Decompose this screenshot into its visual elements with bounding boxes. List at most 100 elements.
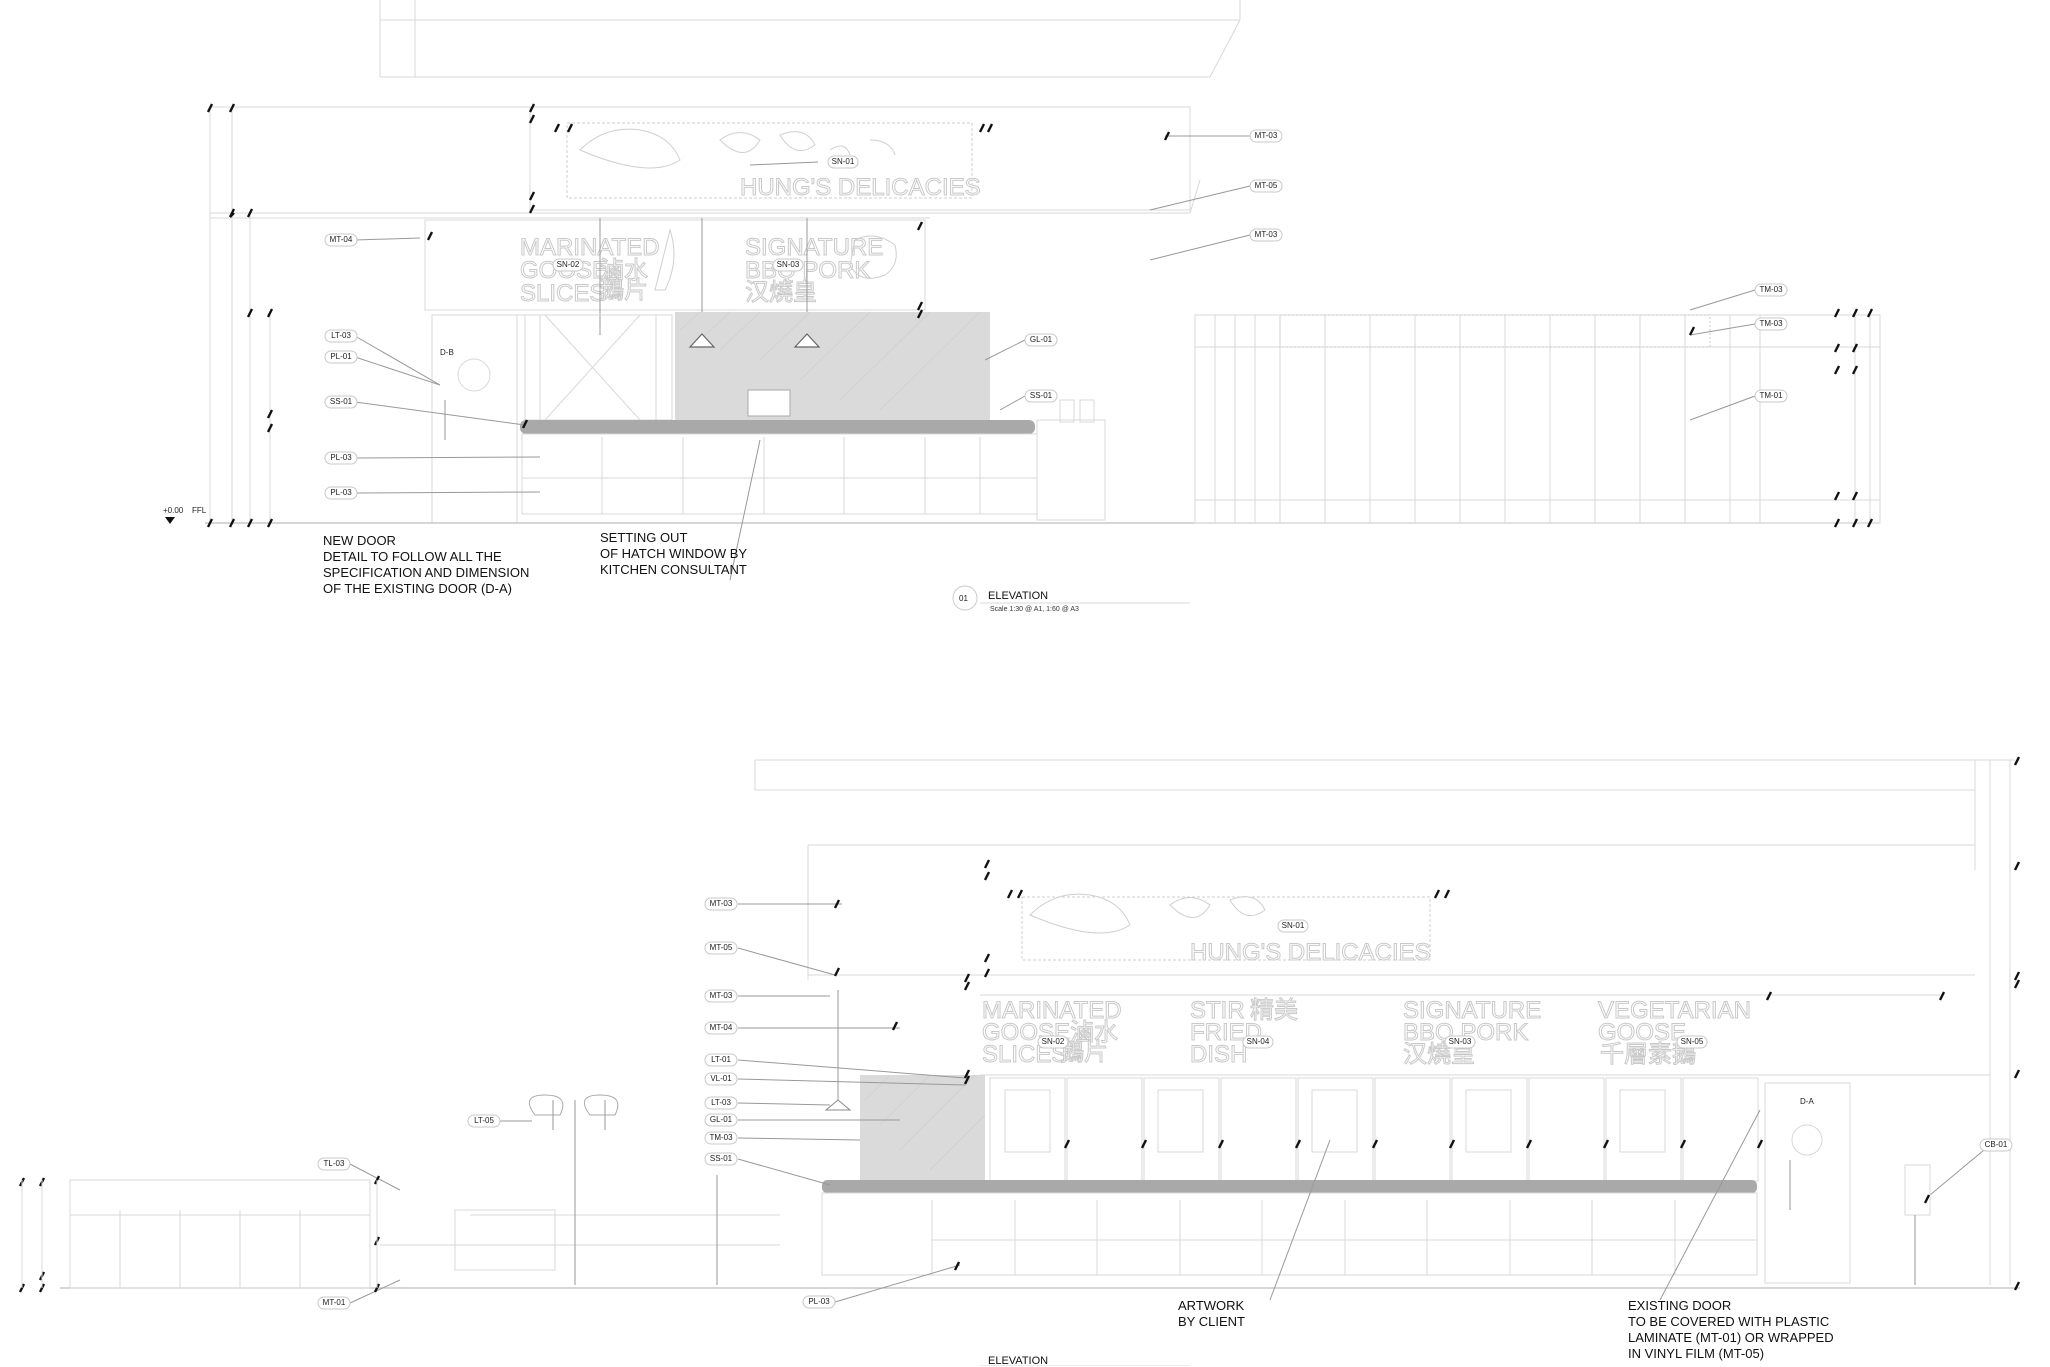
tag-ss01-bot: SS-01 [704,1152,738,1166]
tag-pl01-top: PL-01 [324,350,358,364]
svg-text:MARINATED: MARINATED [982,997,1122,1024]
svg-text:CB-01: CB-01 [1985,1140,2008,1149]
svg-text:LT-05: LT-05 [474,1116,494,1125]
svg-text:MT-05: MT-05 [1255,181,1278,190]
svg-text:MT-05: MT-05 [710,943,733,952]
svg-text:PL-03: PL-03 [330,453,352,462]
tag-lt01-bot: LT-01 [704,1053,738,1067]
tags-top: MT-04 LT-03 PL-01 SS-01 PL-03 PL-03 MT-0… [324,129,1788,500]
svg-text:MT-03: MT-03 [1255,131,1278,140]
svg-text:GL-01: GL-01 [710,1115,733,1124]
elevation-scale-top: Scale 1:30 @ A1, 1:60 @ A3 [990,606,1079,613]
tag-tm03-top-a: TM-03 [1754,283,1788,297]
svg-text:SIGNATURE: SIGNATURE [745,234,883,261]
svg-text:SS-01: SS-01 [330,397,353,406]
tag-sn03-top: SN-03 [772,258,804,272]
svg-text:滷水: 滷水 [1070,1019,1118,1046]
banner-text-bottom: HUNG'S DELICACIES [1190,939,1431,966]
svg-text:汉燒皇: 汉燒皇 [745,279,817,306]
tag-mt05-bot: MT-05 [704,941,738,955]
svg-text:SN-04: SN-04 [1247,1037,1270,1046]
note-new-door: NEW DOOR DETAIL TO FOLLOW ALL THE SPECIF… [323,533,530,596]
svg-text:MT-03: MT-03 [710,991,733,1000]
tag-ss01-top-r: SS-01 [1024,389,1058,403]
tag-mt03-bot-b: MT-03 [704,989,738,1003]
svg-text:MT-01: MT-01 [323,1298,346,1307]
svg-text:BBQ PORK: BBQ PORK [745,257,870,284]
door-tag-top: D-B [440,348,454,357]
svg-text:PL-03: PL-03 [808,1297,830,1306]
svg-text:LT-03: LT-03 [331,331,351,340]
svg-text:PL-03: PL-03 [330,488,352,497]
svg-text:MT-04: MT-04 [710,1023,733,1032]
svg-text:GOOSE: GOOSE [1598,1019,1686,1046]
svg-text:SN-03: SN-03 [777,260,800,269]
menu-signs-bottom: MARINATED GOOSE SLICES 滷水 鵝片 STIR FRIED … [982,997,1752,1069]
lamp-post [528,1094,718,1285]
tag-sn03-bot: SN-03 [1444,1035,1476,1049]
elevation-number-top: 01 [959,594,968,603]
tag-ss01-top: SS-01 [324,395,358,409]
svg-text:SLICES: SLICES [520,280,605,307]
svg-text:MT-03: MT-03 [1255,230,1278,239]
elevation-title-bottom: ELEVATION [988,1355,1049,1367]
ffl-value: +0.00 [163,506,184,515]
svg-text:PL-01: PL-01 [330,352,352,361]
note-hatch-window: SETTING OUT OF HATCH WINDOW BY KITCHEN C… [600,530,748,577]
note-existing-door: EXISTING DOOR TO BE COVERED WITH PLASTIC… [1628,1298,1834,1361]
svg-text:LT-01: LT-01 [711,1055,731,1064]
banner-sign-bottom: HUNG'S DELICACIES [1021,893,1431,967]
ffl-label: FFL [192,506,207,515]
svg-text:MARINATED: MARINATED [520,234,660,261]
svg-text:SN-05: SN-05 [1681,1037,1704,1046]
svg-text:SS-01: SS-01 [1030,391,1053,400]
svg-text:TM-03: TM-03 [709,1133,733,1142]
elevation-title-top: ELEVATION [988,590,1049,602]
svg-text:GL-01: GL-01 [1030,335,1053,344]
svg-text:MT-04: MT-04 [330,235,353,244]
tag-gl01-bot: GL-01 [704,1113,738,1127]
tag-lt03-top: LT-03 [324,329,358,343]
svg-text:SS-01: SS-01 [710,1154,733,1163]
menu-sign-top-2: SIGNATURE BBQ PORK 汉燒皇 [745,234,897,307]
tag-tm03-bot: TM-03 [704,1131,738,1145]
svg-text:鵝片: 鵝片 [600,277,648,304]
tag-mt03-top-a: MT-03 [1249,129,1283,143]
tag-mt03-top-b: MT-03 [1249,228,1283,242]
tag-pl03-bot: PL-03 [802,1295,836,1309]
svg-text:SN-02: SN-02 [557,260,580,269]
tag-tl03-bot: TL-03 [317,1157,351,1171]
svg-text:TM-01: TM-01 [1759,391,1783,400]
tag-gl01-top: GL-01 [1024,333,1058,347]
tags-bottom: MT-03 MT-05 MT-03 MT-04 LT-01 VL-01 LT-0… [317,897,2013,1310]
tag-sn05-bot: SN-05 [1676,1035,1708,1049]
tag-vl01-bot: VL-01 [704,1072,738,1086]
svg-text:SN-03: SN-03 [1449,1037,1472,1046]
svg-text:VL-01: VL-01 [710,1074,732,1083]
svg-text:BBQ PORK: BBQ PORK [1403,1019,1528,1046]
svg-text:精美: 精美 [1250,997,1298,1024]
tag-mt05-top: MT-05 [1249,179,1283,193]
tag-tm01-top: TM-01 [1754,389,1788,403]
svg-text:TL-03: TL-03 [324,1159,345,1168]
svg-text:SIGNATURE: SIGNATURE [1403,997,1541,1024]
svg-text:滷水: 滷水 [600,257,648,284]
svg-text:TM-03: TM-03 [1759,319,1783,328]
svg-text:VEGETARIAN: VEGETARIAN [1598,997,1751,1024]
svg-text:TM-03: TM-03 [1759,285,1783,294]
door-tag-bottom: D-A [1800,1097,1814,1106]
tag-pl03-top-a: PL-03 [324,451,358,465]
svg-text:STIR: STIR [1190,997,1245,1024]
banner-sign-top: HUNG'S DELICACIES [566,122,981,202]
tag-sn02-top: SN-02 [552,258,584,272]
banner-text-top: HUNG'S DELICACIES [740,174,981,201]
svg-text:GOOSE: GOOSE [520,257,608,284]
elevation-marker-top [952,585,978,611]
menu-sign-top-1: MARINATED GOOSE SLICES 滷水 鵝片 [520,228,675,308]
tag-pl03-top-b: PL-03 [324,486,358,500]
tag-sn01-top: SN-01 [827,155,859,169]
tag-cb01-bot: CB-01 [1979,1138,2013,1152]
tag-sn01-bot: SN-01 [1277,919,1309,933]
svg-text:MT-03: MT-03 [710,899,733,908]
